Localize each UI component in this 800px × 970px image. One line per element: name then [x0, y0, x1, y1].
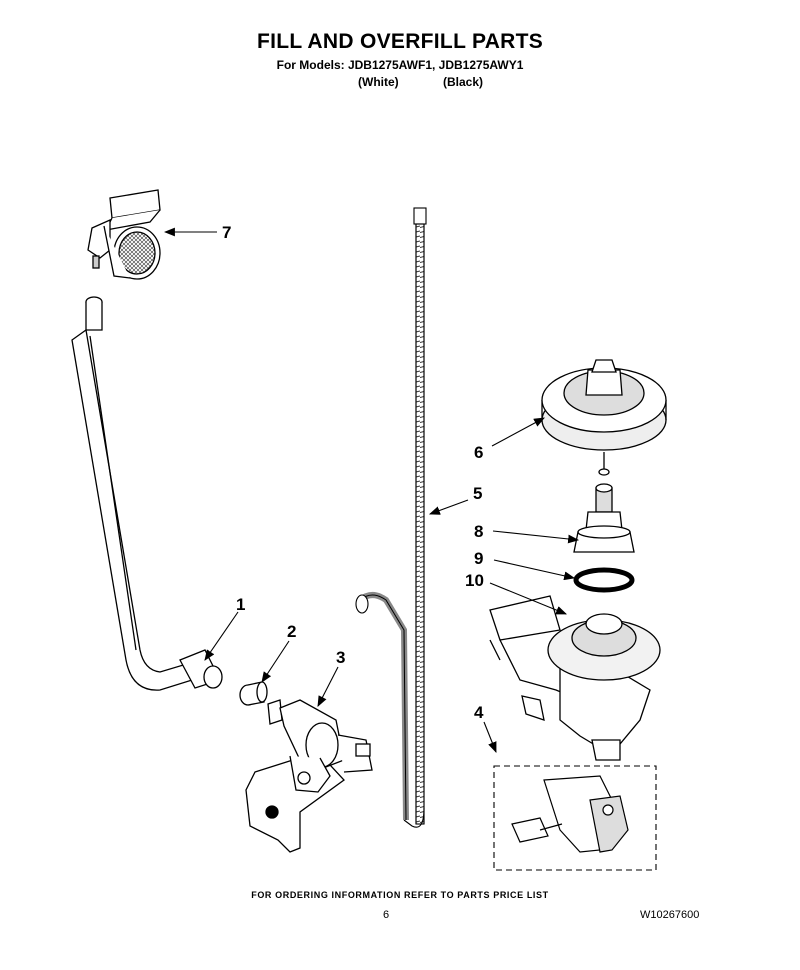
part-6-float-cap	[541, 359, 667, 476]
page-title: FILL AND OVERFILL PARTS	[256, 30, 544, 53]
part-3-water-valve	[245, 699, 373, 853]
callout-4: 4	[474, 703, 484, 722]
callout-2: 2	[287, 622, 296, 641]
part-5-coiled-wire	[355, 207, 427, 828]
callout-7: 7	[222, 223, 231, 242]
part-7-vent	[87, 189, 161, 280]
part-4-float-switch	[493, 765, 657, 871]
part-2-clamp	[239, 681, 268, 706]
leader-lines	[163, 227, 580, 754]
variant-white: (White)	[358, 75, 399, 89]
callout-6: 6	[474, 443, 483, 462]
document-number: W10267600	[640, 909, 700, 921]
callout-1: 1	[236, 595, 245, 614]
callout-3: 3	[336, 648, 345, 667]
callout-5: 5	[473, 484, 482, 503]
part-1-hose	[71, 296, 223, 691]
variant-black: (Black)	[443, 75, 484, 89]
part-9-o-ring	[573, 567, 635, 593]
callout-9: 9	[474, 549, 483, 568]
callout-labels: 7 1 2 3 5 6 8 9 10 4	[222, 223, 484, 722]
callout-10: 10	[465, 571, 484, 590]
part-8-float-stem	[573, 483, 635, 553]
part-10-float-housing	[489, 595, 661, 761]
callout-8: 8	[474, 522, 483, 541]
ordering-note: FOR ORDERING INFORMATION REFER TO PARTS …	[251, 890, 549, 900]
model-list: For Models: JDB1275AWF1, JDB1275AWY1	[276, 58, 524, 72]
page-number: 6	[383, 909, 390, 921]
